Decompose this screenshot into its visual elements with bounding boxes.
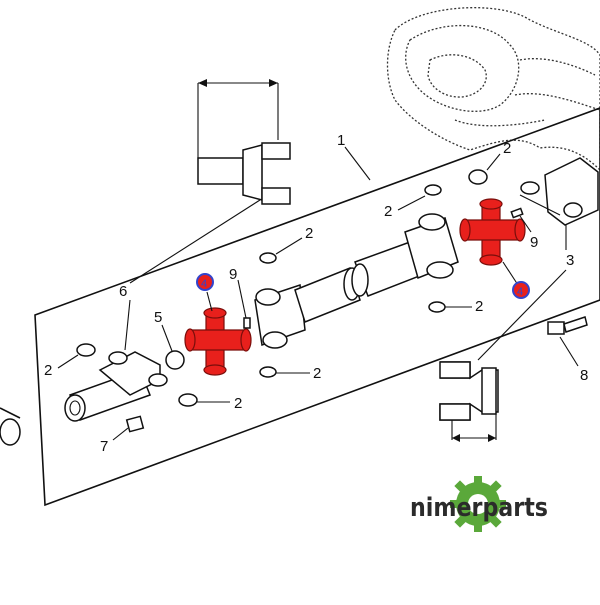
callout-2-e: 2 bbox=[384, 203, 392, 220]
callout-2-d: 2 bbox=[313, 365, 321, 382]
end-cap-left bbox=[0, 408, 20, 445]
axle-housing-outline bbox=[388, 8, 600, 170]
washer-2-b bbox=[179, 394, 197, 406]
slip-yoke-left bbox=[65, 352, 167, 421]
yoke-detail-inset bbox=[198, 79, 290, 204]
callout-2-a: 2 bbox=[44, 362, 52, 379]
callout-1: 1 bbox=[337, 132, 345, 149]
callout-9-a: 9 bbox=[229, 266, 237, 283]
callout-3: 3 bbox=[566, 252, 574, 269]
callout-4-b: 4 bbox=[517, 286, 523, 298]
callout-2-b: 2 bbox=[234, 395, 242, 412]
drive-tube-front bbox=[295, 268, 360, 322]
callout-8: 8 bbox=[580, 367, 588, 384]
seal-5 bbox=[166, 351, 184, 369]
callout-9-b: 9 bbox=[530, 234, 538, 251]
washer-2-d bbox=[260, 367, 276, 377]
callout-2-f: 2 bbox=[475, 298, 483, 315]
grease-fitting-7 bbox=[113, 416, 143, 440]
callout-4-a: 4 bbox=[201, 278, 207, 290]
cross-journal-right bbox=[460, 199, 525, 265]
bolt-8 bbox=[548, 317, 587, 334]
callout-2-c: 2 bbox=[305, 225, 313, 242]
cross-journal-left bbox=[185, 308, 251, 375]
flange-yoke-inset bbox=[440, 362, 498, 442]
callout-2-g: 2 bbox=[503, 140, 511, 157]
callout-7: 7 bbox=[100, 438, 108, 455]
nimerparts-logo: nimerparts bbox=[410, 476, 548, 532]
logo-text: nimerparts bbox=[410, 493, 548, 523]
washer-2-e bbox=[425, 185, 441, 195]
washer-2-g bbox=[469, 170, 487, 184]
washer-2-a bbox=[77, 344, 95, 356]
callout-6: 6 bbox=[119, 283, 127, 300]
callout-5: 5 bbox=[154, 309, 162, 326]
washer-2-f bbox=[429, 302, 445, 312]
flange-yoke-right bbox=[520, 158, 598, 225]
washer-2-c bbox=[260, 253, 276, 263]
